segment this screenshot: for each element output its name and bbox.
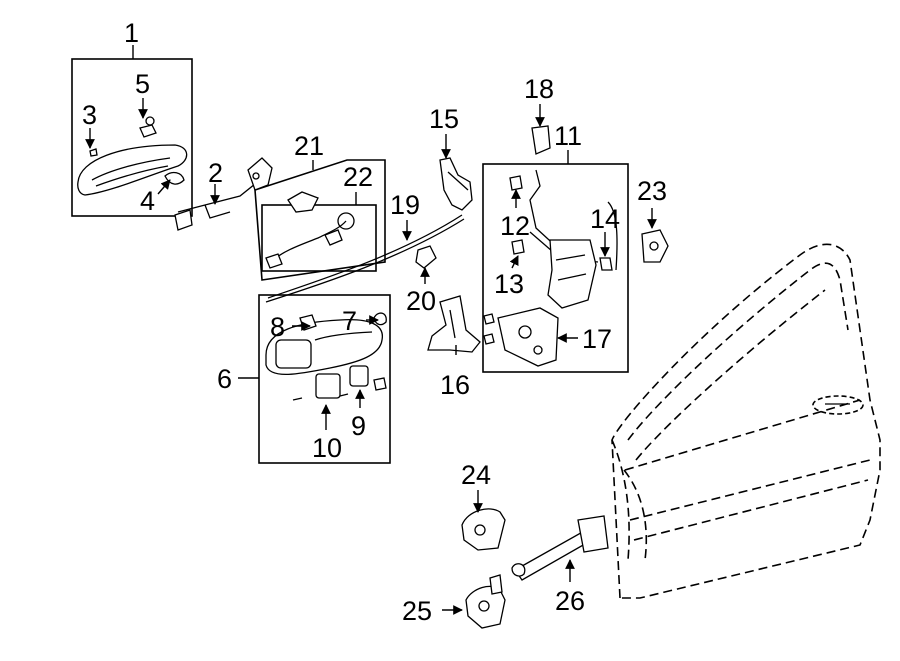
group-box-11 [482, 163, 629, 373]
callout-6: 6 [217, 364, 232, 394]
group-box-6 [258, 294, 391, 464]
callout-4: 4 [140, 186, 155, 216]
latch-rod [267, 214, 463, 299]
actuator-assembly [265, 191, 355, 269]
callout-23: 23 [637, 176, 667, 206]
callout-18: 18 [524, 74, 554, 104]
lock-rod-bracket [174, 157, 273, 231]
door-check-strap [511, 515, 609, 581]
latch-cover-18 [531, 125, 551, 155]
callout-11: 11 [554, 121, 582, 151]
callout-2: 2 [208, 158, 223, 188]
callout-22: 22 [343, 162, 373, 192]
callout-13: 13 [494, 269, 524, 299]
callout-19: 19 [390, 190, 420, 220]
door-latch-assembly [483, 169, 618, 367]
door-check-bracket [427, 295, 481, 353]
callout-20: 20 [406, 286, 436, 316]
callout-8: 8 [270, 312, 285, 342]
callout-15: 15 [429, 104, 459, 134]
callout-14: 14 [590, 204, 620, 234]
door-outline [611, 243, 881, 599]
callout-25: 25 [402, 596, 432, 626]
hinge-lower [465, 574, 506, 629]
callout-24: 24 [461, 460, 491, 490]
callout-17: 17 [582, 324, 612, 354]
callout-21: 21 [294, 131, 324, 161]
callout-9: 9 [351, 411, 366, 441]
callout-26: 26 [555, 586, 585, 616]
hinge-upper [461, 508, 506, 551]
callout-10: 10 [312, 433, 342, 463]
callout-3: 3 [82, 100, 97, 130]
clip-20 [415, 245, 437, 269]
group-box-22 [261, 204, 377, 272]
group-box-21 [254, 159, 386, 281]
callout-5: 5 [135, 69, 150, 99]
group-box-1 [71, 58, 193, 217]
callout-1: 1 [124, 18, 139, 48]
callout-7: 7 [342, 306, 357, 336]
callout-16: 16 [440, 370, 470, 400]
callout-12: 12 [500, 211, 530, 241]
hinge-bracket [439, 157, 473, 211]
